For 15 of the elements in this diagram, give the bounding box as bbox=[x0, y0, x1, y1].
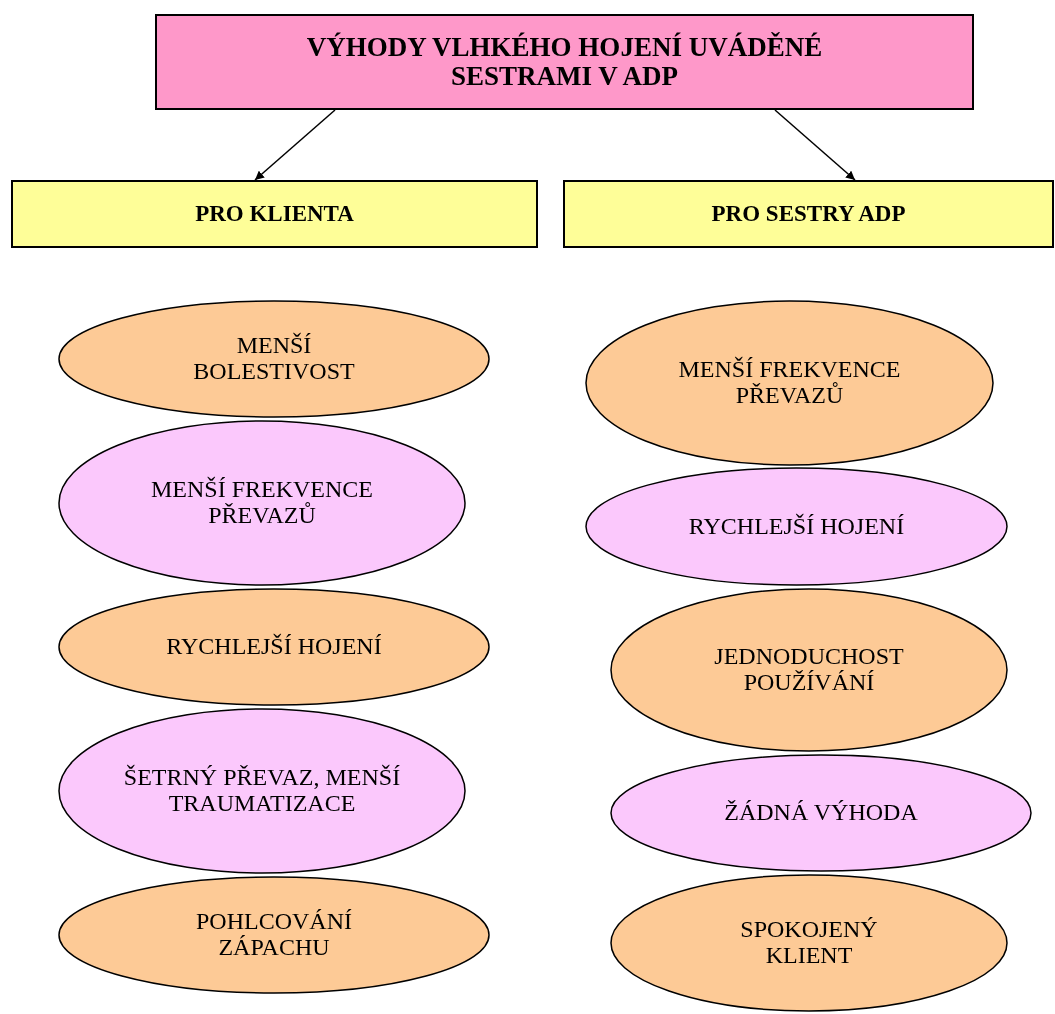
benefit-ellipse: POHLCOVÁNÍ ZÁPACHU bbox=[58, 876, 490, 994]
category-box: PRO SESTRY ADP bbox=[563, 180, 1054, 248]
arrow bbox=[254, 109, 336, 181]
benefit-ellipse: SPOKOJENÝ KLIENT bbox=[610, 874, 1008, 1012]
benefit-ellipse: ŠETRNÝ PŘEVAZ, MENŠÍ TRAUMATIZACE bbox=[58, 708, 466, 874]
benefit-ellipse: ŽÁDNÁ VÝHODA bbox=[610, 754, 1032, 872]
benefit-ellipse: RYCHLEJŠÍ HOJENÍ bbox=[585, 467, 1008, 586]
benefit-ellipse: MENŠÍ FREKVENCE PŘEVAZŮ bbox=[585, 300, 994, 466]
arrow bbox=[774, 109, 856, 181]
benefit-ellipse: MENŠÍ BOLESTIVOST bbox=[58, 300, 490, 418]
benefit-ellipse: JEDNODUCHOST POUŽÍVÁNÍ bbox=[610, 588, 1008, 752]
title-box: VÝHODY VLHKÉHO HOJENÍ UVÁDĚNÉ SESTRAMI V ADP bbox=[155, 14, 974, 110]
benefit-ellipse: MENŠÍ FREKVENCE PŘEVAZŮ bbox=[58, 420, 466, 586]
category-box: PRO KLIENTA bbox=[11, 180, 538, 248]
benefit-ellipse: RYCHLEJŠÍ HOJENÍ bbox=[58, 588, 490, 706]
